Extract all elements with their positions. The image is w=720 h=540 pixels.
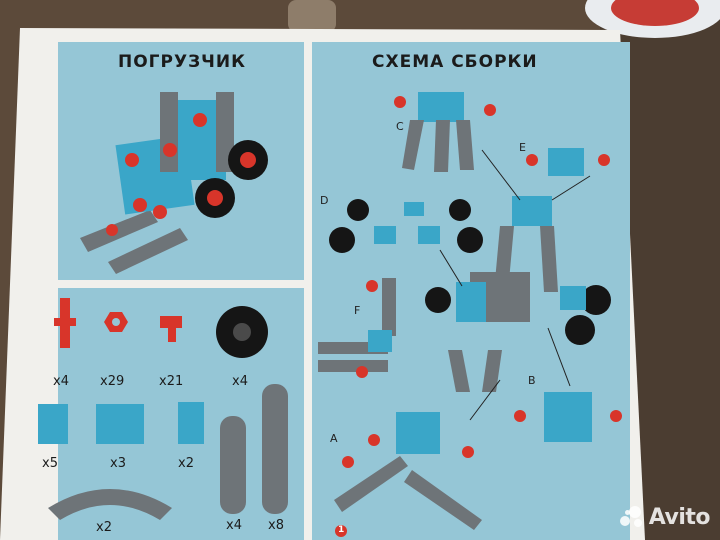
hub (240, 152, 256, 168)
label-f: F (354, 304, 361, 317)
bracket-b (544, 392, 592, 442)
part-arc-strip (48, 489, 172, 520)
guide-line (469, 379, 501, 421)
count-strip-long: x8 (268, 518, 284, 533)
strip-a (334, 456, 408, 512)
main-bracket-right (560, 286, 586, 310)
label-e: E (519, 141, 526, 154)
assembly-diagram (318, 92, 622, 537)
part-bracket-wide (96, 404, 144, 444)
guide-line (547, 327, 571, 387)
guide-line (551, 175, 591, 201)
count-bracket-wide: x3 (110, 456, 126, 471)
lower-strip (482, 350, 502, 392)
bolt (133, 198, 147, 212)
hub (207, 190, 223, 206)
main-bracket (456, 282, 486, 322)
wheel-d (329, 227, 355, 253)
bolt (163, 143, 177, 157)
bracket-d (374, 226, 396, 244)
bolt (514, 410, 526, 422)
part-strip-short (220, 416, 246, 514)
count-wheel: x4 (232, 374, 248, 389)
bolt (484, 104, 496, 116)
center-bracket (512, 196, 552, 226)
bracket-f (368, 330, 392, 352)
guide-line (439, 249, 463, 287)
bracket-e (548, 148, 584, 176)
lower-strip (448, 350, 470, 392)
avito-logo-icon (619, 506, 646, 528)
bracket-c (418, 92, 464, 122)
bolt (526, 154, 538, 166)
bolt (153, 205, 167, 219)
count-nut: x29 (100, 374, 125, 389)
main-wheel (581, 285, 611, 315)
step-marker (335, 525, 347, 537)
arm-right (216, 92, 234, 172)
center-strip (540, 226, 558, 292)
main-wheel (565, 315, 595, 345)
part-nut-hole (112, 318, 120, 326)
fork-left (80, 210, 158, 252)
strip-c2 (434, 120, 450, 172)
bolt (368, 434, 380, 446)
count-arc-strip: x2 (96, 520, 112, 535)
strip-c1 (402, 120, 424, 170)
bolt (610, 410, 622, 422)
count-strip-short: x4 (226, 518, 242, 533)
bolt (394, 96, 406, 108)
bolt (106, 224, 118, 236)
bracket-a (396, 412, 440, 454)
part-bracket-angle (178, 402, 204, 444)
guide-line (481, 149, 521, 201)
wheel-d (347, 199, 369, 221)
parts-list (38, 298, 288, 520)
count-bracket-small: x5 (42, 456, 58, 471)
bolt (342, 456, 354, 468)
arm-left (160, 92, 178, 172)
model-title: ПОГРУЗЧИК (118, 52, 247, 72)
strip-c3 (456, 120, 474, 170)
count-short-bolt: x21 (159, 374, 184, 389)
bracket-d (404, 202, 424, 216)
bracket-d (418, 226, 440, 244)
fork-f (318, 360, 388, 372)
part-long-bolt-head (54, 318, 76, 326)
part-short-bolt-shank (168, 328, 176, 342)
main-wheel (425, 287, 451, 313)
fork-right (108, 228, 188, 274)
wheel-d (457, 227, 483, 253)
bolt (125, 153, 139, 167)
bolt (366, 280, 378, 292)
part-strip-long (262, 384, 288, 514)
part-wheel-hub (233, 323, 251, 341)
part-short-bolt (160, 316, 182, 328)
label-b: B (528, 374, 536, 387)
label-d: D (320, 194, 329, 207)
assembly-title: СХЕМА СБОРКИ (372, 52, 538, 72)
wheel-d (449, 199, 471, 221)
count-bracket-angle: x2 (178, 456, 194, 471)
plate-pattern (611, 0, 699, 26)
strip-f (382, 278, 396, 336)
figurine (288, 0, 336, 32)
bolt (598, 154, 610, 166)
bolt (356, 366, 368, 378)
label-c: C (396, 120, 404, 133)
bolt (462, 446, 474, 458)
step-number: 1 (338, 525, 345, 535)
bolt (193, 113, 207, 127)
loader-model (80, 92, 268, 274)
count-long-bolt: x4 (53, 374, 69, 389)
strip-a (404, 470, 482, 530)
part-bracket-small (38, 404, 68, 444)
avito-watermark: Avito (619, 505, 711, 530)
avito-wordmark: Avito (648, 505, 711, 530)
label-a: A (330, 432, 338, 445)
